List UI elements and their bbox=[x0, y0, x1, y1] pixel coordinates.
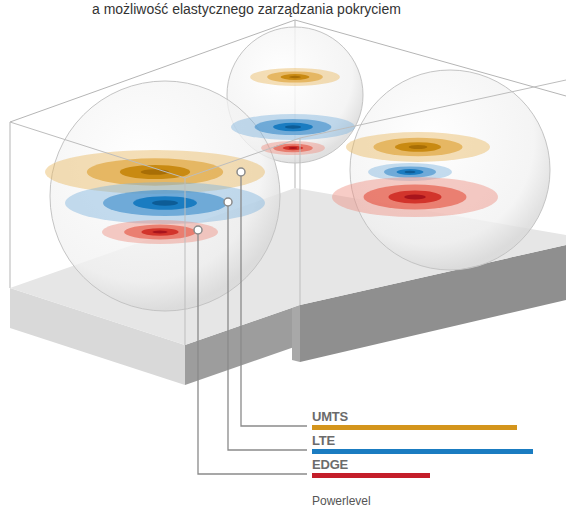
power-rings bbox=[45, 68, 498, 244]
legend-entry: EDGE bbox=[312, 457, 430, 478]
legend-entry: LTE bbox=[312, 433, 533, 454]
legend-label: EDGE bbox=[312, 457, 430, 472]
axis-caption: Powerlevel bbox=[312, 494, 371, 508]
legend-label: LTE bbox=[312, 433, 533, 448]
legend-label: UMTS bbox=[312, 409, 517, 424]
page-heading: a możliwość elastycznego zarządzania pok… bbox=[92, 1, 401, 17]
room-wireframe bbox=[10, 80, 566, 345]
leader-line bbox=[198, 176, 307, 474]
leader-marker bbox=[194, 168, 245, 234]
power-bar bbox=[312, 425, 517, 430]
power-bar bbox=[312, 449, 533, 454]
power-bar bbox=[312, 473, 430, 478]
legend-entry: UMTS bbox=[312, 409, 517, 430]
